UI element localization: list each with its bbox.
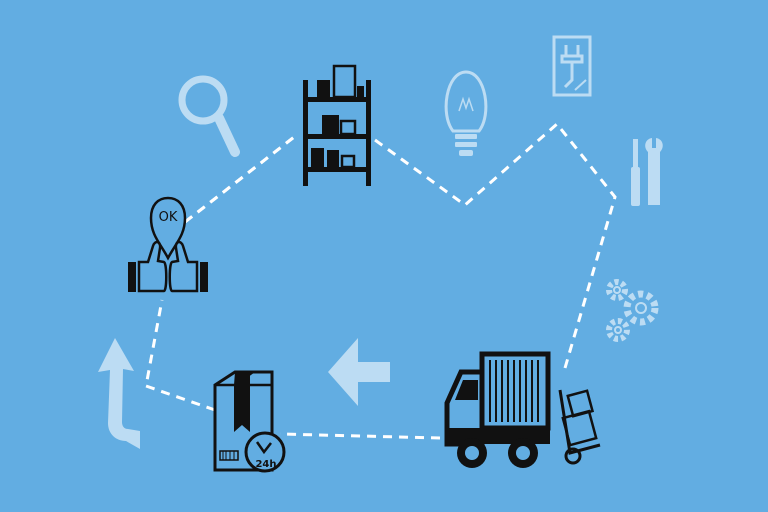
turn-arrow-icon (98, 338, 140, 449)
gears-icon (606, 279, 659, 342)
fragile-box-icon (552, 35, 592, 97)
magnifier-icon (178, 75, 240, 157)
light-bulb-icon (444, 70, 488, 156)
hours-label: 24h (255, 459, 276, 470)
ok-label: OK (159, 210, 178, 225)
dashed-route (144, 121, 617, 440)
thumbs-up-approval-icon: OK (128, 196, 208, 293)
left-arrow-icon (328, 338, 390, 406)
delivery-truck-icon (444, 351, 551, 468)
shelving-unit-icon (303, 64, 371, 186)
ok-location-pin (149, 196, 187, 261)
tools-icon (631, 138, 663, 206)
delivery-box-24h-icon: 24h (213, 370, 286, 473)
hand-truck-icon (558, 389, 601, 465)
